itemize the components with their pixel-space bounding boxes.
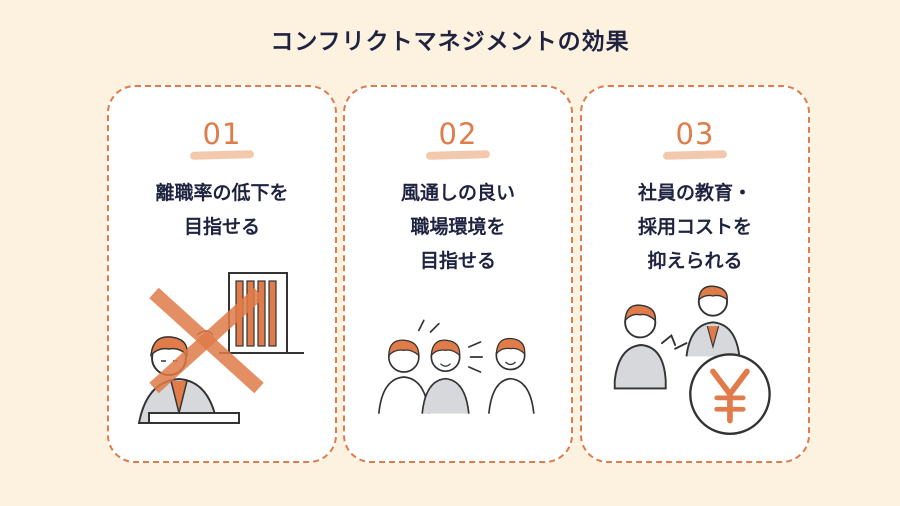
card-number: 02 xyxy=(438,117,478,151)
card-text: 社員の教育・ 採用コストを 抑えられる xyxy=(582,177,808,278)
card-number: 01 xyxy=(202,117,242,151)
card-text-line: 職場環境を xyxy=(410,215,506,238)
number-underline xyxy=(189,150,255,160)
card-number: 03 xyxy=(675,117,715,151)
card-text-line: 目指せる xyxy=(183,215,260,238)
effect-card-3: 03 社員の教育・ 採用コストを 抑えられる xyxy=(580,85,810,463)
resignation-x-icon xyxy=(137,272,304,424)
card-text: 風通しの良い 職場環境を 目指せる xyxy=(345,177,571,278)
card-text-line: 目指せる xyxy=(419,249,496,272)
effect-card-2: 02 風通しの良い 職場環境を 目指せる xyxy=(343,85,573,463)
card-text: 離職率の低下を 目指せる xyxy=(109,177,335,245)
card-text-line: 離職率の低下を xyxy=(155,182,289,204)
talking-people-icon xyxy=(378,319,535,414)
number-underline xyxy=(425,150,491,160)
card-text-line: 社員の教育・ xyxy=(637,182,752,204)
card-text-line: 抑えられる xyxy=(647,249,743,272)
yen-coin-icon xyxy=(613,285,771,435)
page-title: コンフリクトマネジメントの効果 xyxy=(270,29,630,55)
card-text-line: 採用コストを xyxy=(637,215,752,238)
card-text-line: 風通しの良い xyxy=(400,182,515,204)
number-underline xyxy=(662,150,728,160)
effect-card-1: 01 離職率の低下を 目指せる xyxy=(107,85,337,463)
